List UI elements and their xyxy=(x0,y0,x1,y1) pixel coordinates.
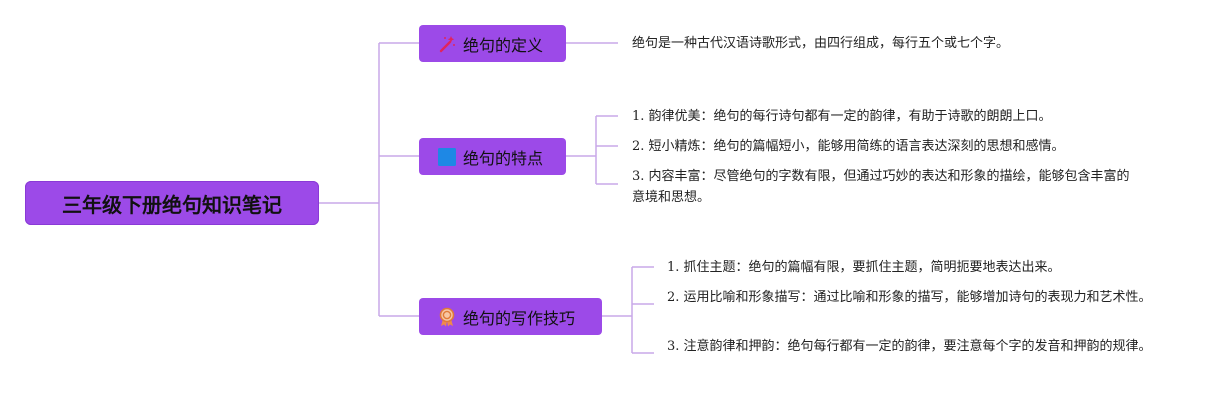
magic-wand-icon xyxy=(437,34,457,54)
leaf-item: 1. 韵律优美：绝句的每行诗句都有一定的韵律，有助于诗歌的朗朗上口。 xyxy=(632,109,1052,124)
branch-definition[interactable]: 绝句的定义 xyxy=(419,25,566,62)
leaf-item: 1. 抓住主题：绝句的篇幅有限，要抓住主题，简明扼要地表达出来。 xyxy=(667,260,1061,275)
leaf-item: 绝句是一种古代汉语诗歌形式，由四行组成，每行五个或七个字。 xyxy=(632,36,1010,51)
leaf-item: 3. 内容丰富：尽管绝句的字数有限，但通过巧妙的表达和形象的描绘，能够包含丰富的… xyxy=(632,169,1130,205)
root-title: 三年级下册绝句知识笔记 xyxy=(62,192,282,217)
branch-label: 绝句的写作技巧 xyxy=(463,308,576,328)
leaf-item: 3. 注意韵律和押韵：绝句每行都有一定的韵律，要注意每个字的发音和押韵的规律。 xyxy=(667,339,1152,354)
leaf-item: 2. 短小精炼：绝句的篇幅短小，能够用简练的语言表达深刻的思想和感情。 xyxy=(632,139,1065,154)
branch-label: 绝句的特点 xyxy=(463,148,544,168)
branch-features[interactable]: 绝句的特点 xyxy=(419,138,566,175)
blue-square-icon xyxy=(437,147,457,167)
leaf-item: 2. 运用比喻和形象描写：通过比喻和形象的描写，能够增加诗句的表现力和艺术性。 xyxy=(667,290,1152,305)
award-ribbon-icon xyxy=(437,307,457,327)
branch-label: 绝句的定义 xyxy=(463,35,544,55)
branch-techniques[interactable]: 绝句的写作技巧 xyxy=(419,298,602,335)
root-node[interactable]: 三年级下册绝句知识笔记 xyxy=(25,181,319,225)
